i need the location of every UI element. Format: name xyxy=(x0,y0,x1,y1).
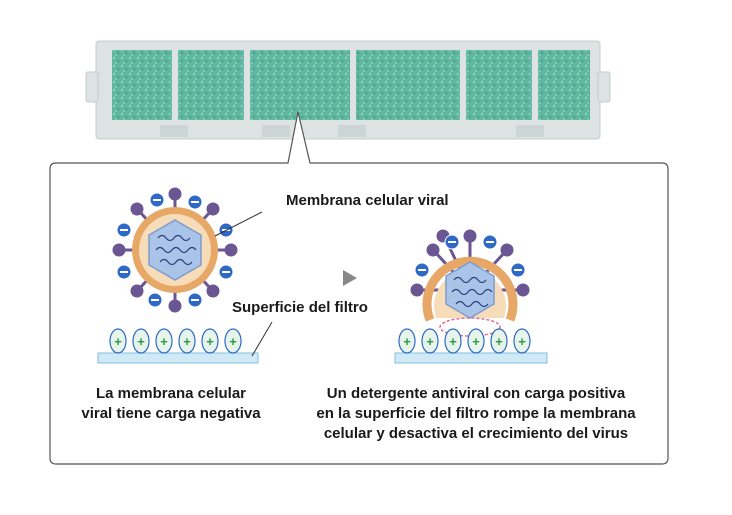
filter-mesh-cell xyxy=(538,50,590,120)
right-caption-line: Un detergente antiviral con carga positi… xyxy=(326,385,626,402)
positive-charge: + xyxy=(229,334,237,349)
right-caption-line: en la superficie del filtro rompe la mem… xyxy=(316,405,636,422)
right-caption-line: celular y desactiva el crecimiento del v… xyxy=(323,425,629,442)
left-caption-line: La membrana celular xyxy=(95,385,247,402)
membrane-leader-line xyxy=(214,211,263,237)
filter-mesh-cell xyxy=(112,50,172,120)
positive-charge: + xyxy=(426,334,434,349)
positive-charge: + xyxy=(495,334,503,349)
positive-charge: + xyxy=(449,334,457,349)
filter-mesh-cell xyxy=(466,50,532,120)
membrane-label: Membrana celular viral xyxy=(286,192,449,209)
filter-surface-label: Superficie del filtro xyxy=(232,299,368,316)
filter-surface-left: + + + + + + xyxy=(97,321,273,364)
right-caption: Un detergente antiviral con carga positi… xyxy=(290,384,662,444)
intact-virus xyxy=(112,187,263,313)
positive-charge: + xyxy=(518,334,526,349)
callout-box xyxy=(49,111,669,465)
positive-charge: + xyxy=(137,334,145,349)
positive-charge: + xyxy=(206,334,214,349)
positive-charge: + xyxy=(114,334,122,349)
process-arrow-icon xyxy=(343,270,357,286)
left-caption: La membrana celular viral tiene carga ne… xyxy=(56,384,286,424)
positive-charge: + xyxy=(403,334,411,349)
surface-leader-line xyxy=(251,321,273,357)
air-filter-panel xyxy=(85,40,611,140)
left-caption-line: viral tiene carga negativa xyxy=(81,405,261,422)
filter-mesh-cell xyxy=(178,50,244,120)
positive-charge: + xyxy=(472,334,480,349)
filter-surface-right: + + + + + + xyxy=(394,328,548,364)
ruptured-virus xyxy=(410,229,530,337)
positive-charge: + xyxy=(160,334,168,349)
filter-mesh-cell xyxy=(356,50,460,120)
positive-charge: + xyxy=(183,334,191,349)
filter-mesh-cell xyxy=(250,50,350,120)
